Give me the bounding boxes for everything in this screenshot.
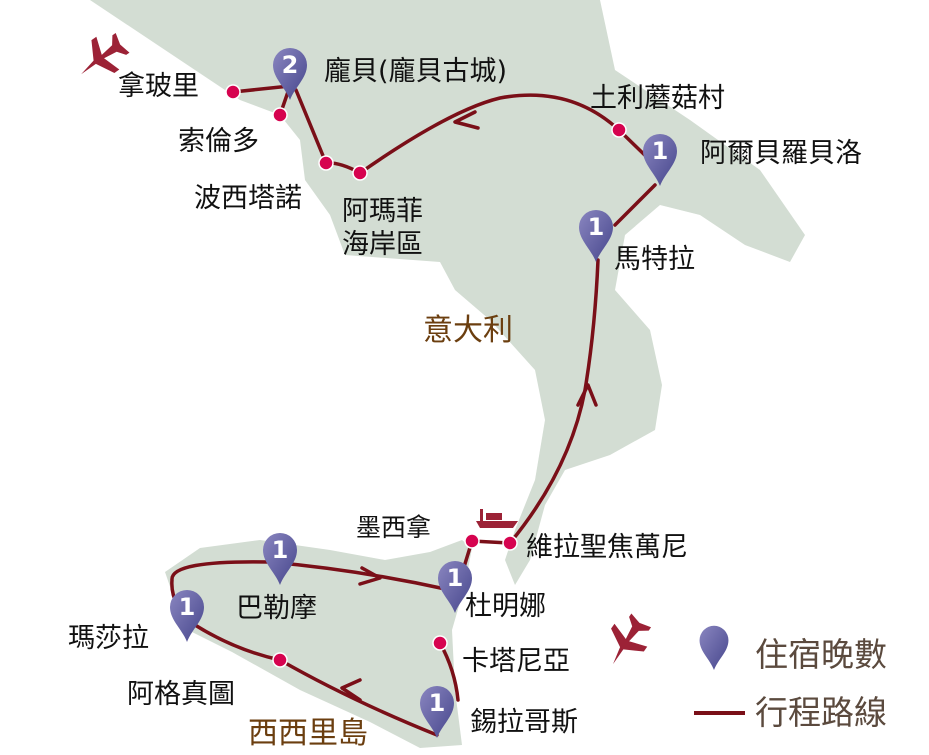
pin-marsala[interactable]: 1 <box>170 590 204 642</box>
route <box>170 84 657 737</box>
pin-taormina[interactable]: 1 <box>438 561 472 613</box>
airplane-icon <box>594 608 658 675</box>
pin-pompeii[interactable]: 2 <box>273 48 307 100</box>
stop-dot-villa-sg <box>502 535 518 551</box>
label-messina: 墨西拿 <box>356 513 431 542</box>
label-sorrento: 索倫多 <box>178 126 259 157</box>
legend: 住宿晚數 行程路線 <box>694 625 887 732</box>
direction-arrow-icon <box>453 110 480 130</box>
region-label-italy: 意大利 <box>423 313 513 348</box>
nights-count: 1 <box>652 137 669 165</box>
pin-siracusa[interactable]: 1 <box>420 686 454 738</box>
label-matera: 馬特拉 <box>614 244 695 275</box>
stop-dot-catania <box>432 635 448 651</box>
label-palermo: 巴勒摩 <box>236 593 317 624</box>
nights-count: 1 <box>179 593 196 621</box>
stop-dot-sorrento <box>272 107 288 123</box>
label-pompeii: 龐貝(龐貝古城) <box>324 56 507 87</box>
nights-count: 1 <box>588 213 605 241</box>
label-positano: 波西塔諾 <box>194 183 302 214</box>
stop-dot-trulli <box>611 122 627 138</box>
label-amalfi: 阿瑪菲 <box>342 196 423 227</box>
label-siracusa: 錫拉哥斯 <box>470 707 578 738</box>
label-naples: 拿玻里 <box>118 71 199 102</box>
region-label-sicily: 西西里島 <box>248 716 368 751</box>
ferry-icon <box>476 509 518 528</box>
nights-count: 1 <box>447 564 464 592</box>
direction-arrow-icon <box>340 678 362 702</box>
legend-nights-label: 住宿晚數 <box>755 635 887 674</box>
direction-arrow-icon <box>576 383 598 407</box>
sicily-land <box>165 540 472 748</box>
label-trulli: 土利蘑菇村 <box>590 83 725 114</box>
label-taormina: 杜明娜 <box>465 591 546 622</box>
map-pin-icon <box>699 625 729 670</box>
label-marsala: 瑪莎拉 <box>68 623 149 654</box>
label-alberobello: 阿爾貝羅貝洛 <box>700 138 862 169</box>
stop-dot-messina <box>464 533 480 549</box>
nights-count: 1 <box>272 536 289 564</box>
pin-alberobello[interactable]: 1 <box>643 134 677 186</box>
nights-count: 1 <box>429 689 446 717</box>
label-villa-san-giovanni: 維拉聖焦萬尼 <box>526 532 688 563</box>
label-amalfi-coast: 海岸區 <box>342 229 423 260</box>
label-catania: 卡塔尼亞 <box>462 646 570 677</box>
stop-dot-naples <box>225 84 241 100</box>
italy-land <box>90 0 805 585</box>
direction-arrow-icon <box>358 566 382 586</box>
stop-dot-amalfi <box>352 165 368 181</box>
stop-dot-positano <box>318 155 334 171</box>
pin-matera[interactable]: 1 <box>579 210 613 262</box>
nights-count: 2 <box>282 51 299 79</box>
pin-palermo[interactable]: 1 <box>263 533 297 585</box>
stop-dot-agrigento <box>272 652 288 668</box>
label-agrigento: 阿格真圖 <box>127 679 235 710</box>
legend-route-label: 行程路線 <box>755 693 887 732</box>
